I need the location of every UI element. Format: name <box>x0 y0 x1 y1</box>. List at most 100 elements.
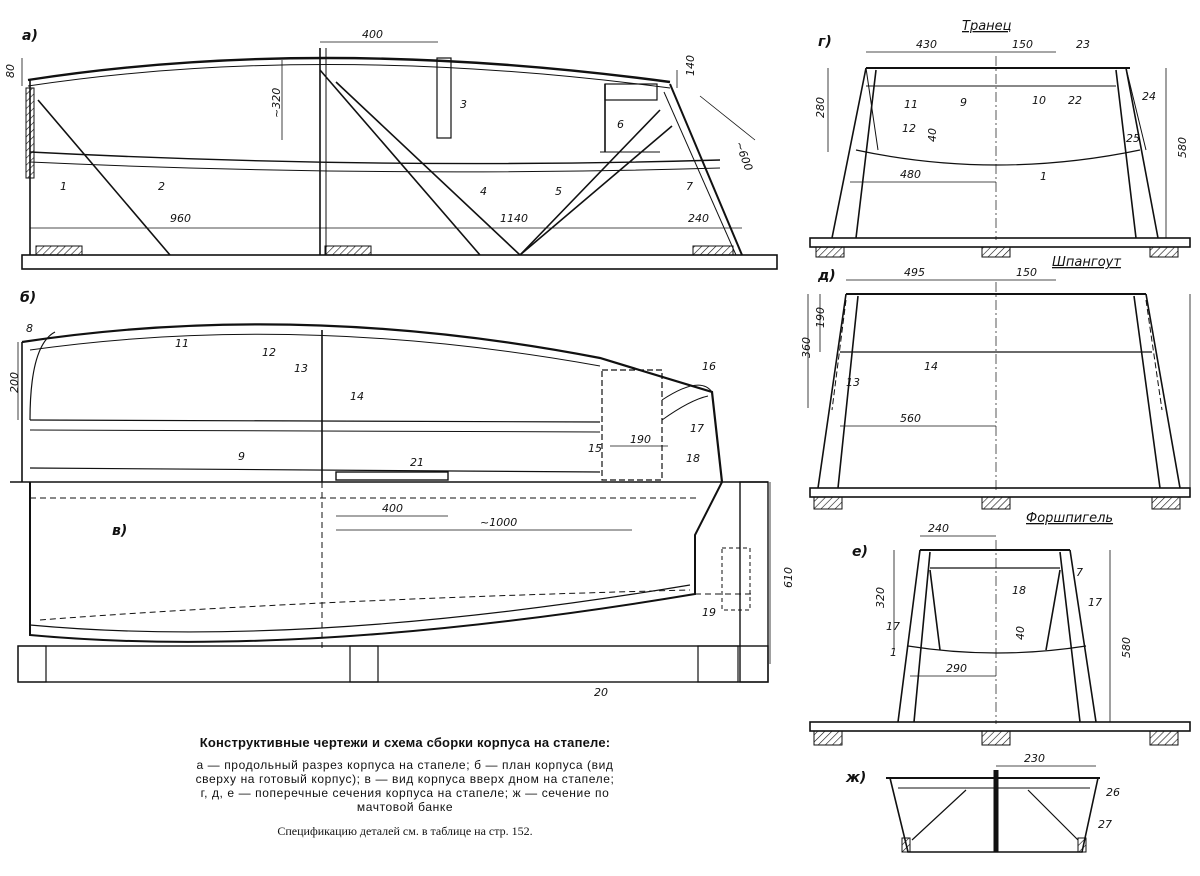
callout-e-17-left: 17 <box>886 620 900 633</box>
dim-g-430: 430 <box>916 38 937 51</box>
callout-zh-26: 26 <box>1106 786 1120 799</box>
dim-a-1140: 1140 <box>500 212 528 225</box>
view-label-a: а) <box>22 28 38 44</box>
callout-a-4: 4 <box>480 185 487 198</box>
dim-g-480: 480 <box>900 168 921 181</box>
callout-e-1: 1 <box>890 646 897 659</box>
dim-g-150: 150 <box>1012 38 1033 51</box>
dim-d-150: 150 <box>1016 266 1037 279</box>
dim-g-580: 580 <box>1176 137 1189 158</box>
view-label-g: г) <box>818 34 832 50</box>
callout-b-15: 15 <box>588 442 602 455</box>
callout-v-19: 19 <box>702 606 716 619</box>
view-b-plan: б) <box>17 290 724 483</box>
callout-b-9: 9 <box>238 450 245 463</box>
view-e-labels: Форшпигель 240 320 40 290 580 18 7 17 17… <box>874 511 1133 675</box>
callout-b-18: 18 <box>686 452 700 465</box>
callout-b-11: 11 <box>175 337 189 350</box>
caption-line: г, д, е — поперечные сечения корпуса на … <box>200 786 610 800</box>
callout-b-8: 8 <box>26 322 33 335</box>
view-label-e: е) <box>852 544 868 560</box>
callout-v-20: 20 <box>594 686 608 699</box>
view-g-labels: Транец 430 150 280 40 480 580 23 11 9 10… <box>814 19 1189 183</box>
figure-caption: Конструктивные чертежи и схема сборки ко… <box>150 735 660 839</box>
dim-a-320: ~320 <box>270 88 283 118</box>
callout-a-2: 2 <box>158 180 165 193</box>
dim-d-190: 190 <box>814 307 827 328</box>
section-title-transom: Транец <box>962 19 1012 34</box>
dim-g-280: 280 <box>814 97 827 118</box>
caption-line: а — продольный разрез корпуса на стапеле… <box>196 758 614 772</box>
dim-d-660: 660 <box>1198 371 1200 392</box>
dim-a-240: 240 <box>688 212 709 225</box>
callout-g-25: 25 <box>1126 132 1140 145</box>
callout-a-6: 6 <box>617 118 624 131</box>
dim-a-400: 400 <box>362 28 383 41</box>
dim-d-560: 560 <box>900 412 921 425</box>
callout-a-7: 7 <box>686 180 693 193</box>
callout-b-16: 16 <box>702 360 716 373</box>
callout-a-5: 5 <box>555 185 562 198</box>
dim-v-1000: ~1000 <box>480 516 517 529</box>
callout-b-21: 21 <box>410 456 424 469</box>
callout-a-3: 3 <box>460 98 467 111</box>
view-label-zh: ж) <box>845 770 866 786</box>
dim-a-960: 960 <box>170 212 191 225</box>
view-a-dimensions: 80 400 ~320 140 ~600 960 1140 240 <box>4 28 755 225</box>
dim-v-400: 400 <box>382 502 403 515</box>
dim-e-290: 290 <box>946 662 967 675</box>
dim-g-40: 40 <box>926 128 939 142</box>
dim-a-600: ~600 <box>733 140 756 173</box>
callout-g-9: 9 <box>960 96 967 109</box>
view-zh-labels: 230 26 27 <box>1024 752 1120 831</box>
callout-b-12: 12 <box>262 346 276 359</box>
callout-d-14: 14 <box>924 360 938 373</box>
callout-e-17-right: 17 <box>1088 596 1102 609</box>
callout-g-23: 23 <box>1076 38 1090 51</box>
dim-e-580: 580 <box>1120 637 1133 658</box>
view-v-bottom-up: в) <box>10 481 771 683</box>
dim-b-200: 200 <box>8 372 21 393</box>
callout-e-7: 7 <box>1076 566 1083 579</box>
view-g-transom-section: г) <box>809 34 1191 258</box>
section-title-forepeak: Форшпигель <box>1026 511 1113 526</box>
dim-e-320: 320 <box>874 587 887 608</box>
view-a-callouts: 1 2 3 4 5 6 7 <box>60 98 693 198</box>
view-label-b: б) <box>20 290 36 306</box>
caption-heading: Конструктивные чертежи и схема сборки ко… <box>199 735 611 750</box>
dim-e-40: 40 <box>1014 626 1027 640</box>
caption-spec-note: Спецификацию деталей см. в таблице на ст… <box>277 824 533 838</box>
dim-a-140: 140 <box>684 55 697 76</box>
dim-zh-230: 230 <box>1024 752 1045 765</box>
section-title-frame: Шпангоут <box>1052 255 1121 270</box>
dim-d-360: 360 <box>800 337 813 358</box>
callout-zh-27: 27 <box>1098 818 1112 831</box>
view-e-forepeak-section: е) <box>809 535 1191 746</box>
callout-e-18: 18 <box>1012 584 1026 597</box>
callout-g-12: 12 <box>902 122 916 135</box>
callout-d-13: 13 <box>846 376 860 389</box>
callout-b-17: 17 <box>690 422 704 435</box>
dim-a-80: 80 <box>4 64 17 78</box>
view-zh-mast-thwart-section: ж) <box>845 765 1100 853</box>
caption-line: сверху на готовый корпус); в — вид корпу… <box>195 772 615 786</box>
caption-line: мачтовой банке <box>356 800 454 814</box>
view-b-v-labels: 200 190 400 ~1000 610 8 11 12 13 14 9 21… <box>8 322 795 699</box>
view-d-labels: Шпангоут 495 150 190 360 560 660 14 13 <box>800 255 1200 425</box>
callout-g-11: 11 <box>904 98 918 111</box>
callout-g-10: 10 <box>1032 94 1046 107</box>
callout-b-14: 14 <box>350 390 364 403</box>
dim-d-495: 495 <box>904 266 925 279</box>
callout-g-24: 24 <box>1142 90 1156 103</box>
callout-g-1: 1 <box>1040 170 1047 183</box>
view-a-longitudinal-section: а) <box>21 28 778 270</box>
callout-g-22: 22 <box>1068 94 1082 107</box>
view-label-d: д) <box>817 268 836 284</box>
dim-v-610: 610 <box>782 567 795 588</box>
dim-e-240: 240 <box>928 522 949 535</box>
callout-a-1: 1 <box>60 180 67 193</box>
view-label-v: в) <box>112 523 127 539</box>
caption-body: а — продольный разрез корпуса на стапеле… <box>150 758 660 814</box>
callout-b-13: 13 <box>294 362 308 375</box>
